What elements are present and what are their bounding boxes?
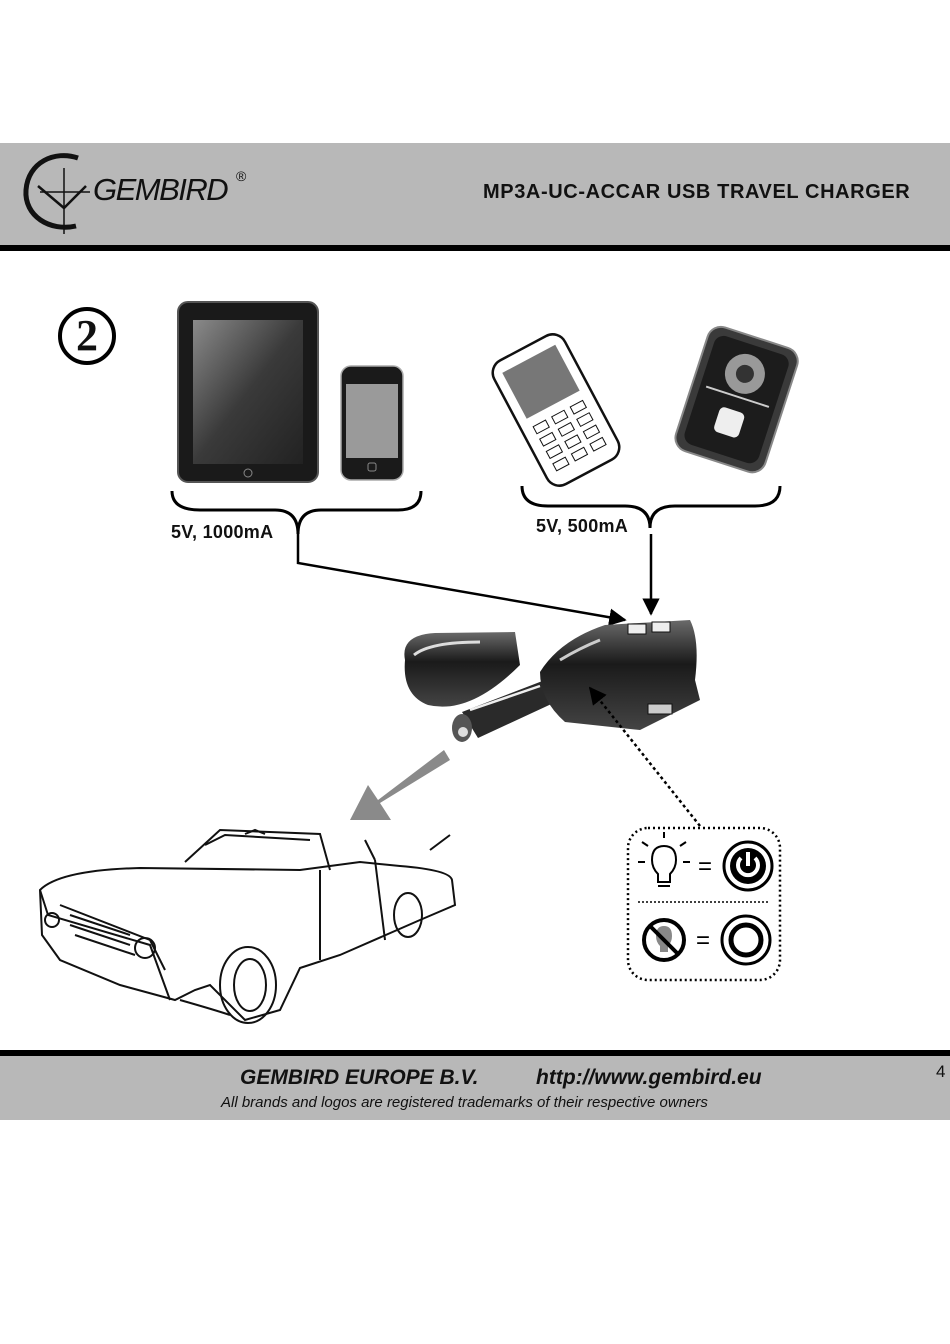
smartphone-icon bbox=[341, 366, 403, 480]
tablet-icon bbox=[178, 302, 318, 482]
equals-off: = bbox=[696, 927, 710, 954]
car-illustration bbox=[40, 830, 455, 1023]
page-number: 4 bbox=[936, 1062, 945, 1082]
spec-label-low-current: 5V, 500mA bbox=[536, 516, 628, 537]
power-off-icon bbox=[722, 916, 770, 964]
mobile-phone-icon bbox=[488, 329, 624, 490]
charger-cap bbox=[404, 632, 520, 707]
company-name: GEMBIRD EUROPE B.V. bbox=[240, 1066, 478, 1090]
trademark-note: All brands and logos are registered trad… bbox=[221, 1094, 708, 1111]
power-on-icon bbox=[724, 842, 772, 890]
led-indicator-panel: = = bbox=[628, 828, 780, 980]
arrow-to-usb-port-1 bbox=[298, 534, 625, 620]
light-bulb-off-icon bbox=[644, 920, 684, 960]
mp3-player-icon bbox=[672, 323, 802, 476]
equals-on: = bbox=[698, 853, 712, 880]
insert-direction-arrow bbox=[350, 750, 450, 820]
website-link[interactable]: http://www.gembird.eu bbox=[536, 1066, 762, 1090]
spec-label-high-current: 5V, 1000mA bbox=[171, 522, 273, 543]
